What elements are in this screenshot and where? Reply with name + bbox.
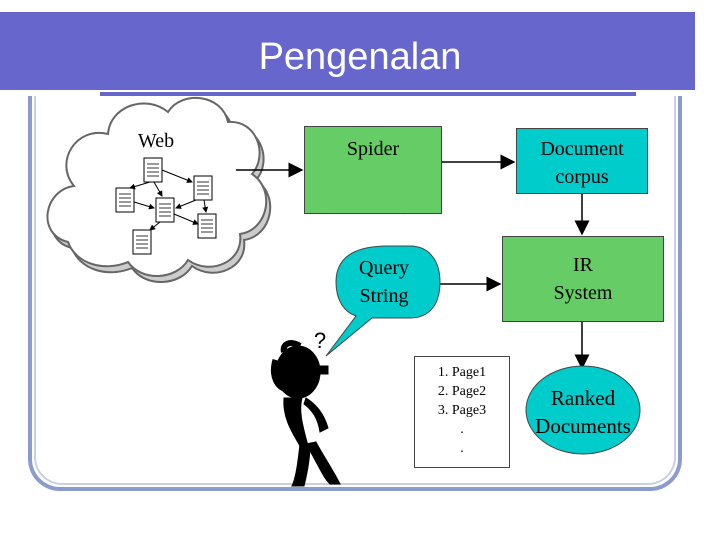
query-bubble [325,245,441,357]
result-item: 2. Page2 [437,384,487,399]
results-list: 1. Page1 2. Page2 3. Page3 . . [414,356,510,468]
ranked-ellipse [525,365,641,455]
ranked-label: Ranked Documents [526,384,640,440]
ir-system-box: IR System [502,236,664,322]
corpus-box: Document corpus [516,128,648,194]
ir-label-line2: System [553,282,613,304]
content-frame [28,96,682,491]
result-item: . [460,422,464,437]
title-bar [0,12,695,90]
spider-label: Spider [346,138,400,160]
content-frame-inner [34,96,676,485]
title-underline [100,92,636,96]
thinking-person-icon [271,340,341,487]
spider-box: Spider [304,126,442,214]
result-item: . [460,441,464,456]
query-label-line2: String [359,285,409,307]
ranked-label-line1: Ranked [550,386,616,410]
web-label: Web [137,130,175,152]
query-label-line1: Query [359,257,409,279]
result-item: 1. Page1 [437,365,487,380]
ranked-label-line2: Documents [535,414,631,438]
slide-title: Pengenalan [258,36,462,78]
query-label: Query String [344,254,424,310]
question-mark: ? [313,328,327,353]
corpus-label-line2: corpus [555,166,609,188]
corpus-label-line1: Document [540,138,624,160]
result-item: 3. Page3 [437,403,487,418]
ir-label-line1: IR [573,254,593,276]
